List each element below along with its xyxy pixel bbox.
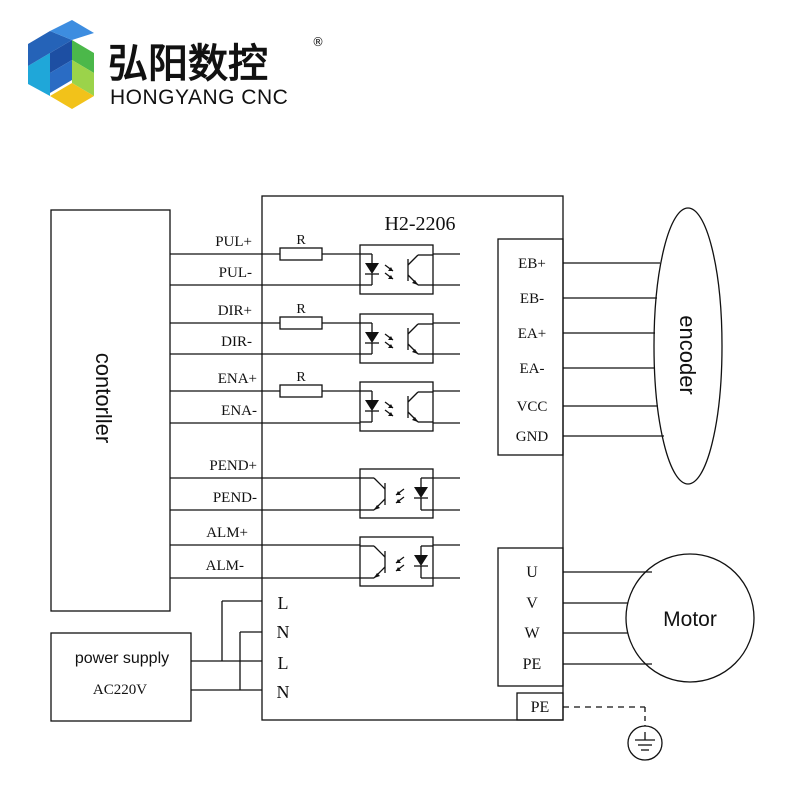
brand-name-en: HONGYANG CNC bbox=[110, 86, 288, 109]
pin-pe: PE bbox=[523, 656, 542, 673]
brand-name-cn: 弘阳数控 bbox=[108, 41, 268, 87]
resistor-dir: R bbox=[279, 302, 323, 330]
motor-circle bbox=[625, 553, 755, 683]
signal-wires bbox=[170, 253, 460, 579]
label-pul-minus: PUL- bbox=[219, 265, 252, 281]
label-alm-minus: ALM- bbox=[206, 558, 244, 574]
pin-ea-plus: EA+ bbox=[518, 326, 546, 342]
label-pul-plus: PUL+ bbox=[215, 234, 252, 250]
label-ena-minus: ENA- bbox=[221, 403, 257, 419]
pin-vcc: VCC bbox=[517, 399, 548, 415]
pin-gnd: GND bbox=[516, 429, 549, 445]
pin-v: V bbox=[526, 595, 538, 612]
label-dir-minus: DIR- bbox=[221, 334, 252, 350]
svg-text:R: R bbox=[296, 233, 306, 248]
controller-label: contorller bbox=[91, 353, 116, 443]
power-pin-n2: N bbox=[277, 682, 290, 702]
encoder-ellipse bbox=[653, 207, 723, 485]
resistor-ena: R bbox=[279, 370, 323, 398]
motor-terminal-block bbox=[497, 547, 564, 687]
label-alm-plus: ALM+ bbox=[206, 525, 248, 541]
pin-w: W bbox=[524, 625, 540, 642]
resistor-pul: R bbox=[279, 233, 323, 261]
label-pend-minus: PEND- bbox=[213, 490, 257, 506]
encoder-terminal-block bbox=[497, 238, 564, 456]
power-pin-n1: N bbox=[277, 622, 290, 642]
svg-text:R: R bbox=[296, 302, 306, 317]
driver-box bbox=[261, 195, 564, 721]
power-supply-label: power supply bbox=[75, 650, 169, 667]
motor-wires bbox=[563, 571, 652, 665]
encoder-wires bbox=[563, 262, 664, 437]
ground-connection bbox=[563, 706, 663, 761]
hongyang-logo bbox=[28, 20, 94, 109]
power-supply-voltage: AC220V bbox=[93, 682, 147, 698]
pin-eb-plus: EB+ bbox=[518, 256, 546, 272]
motor-label: Motor bbox=[663, 608, 717, 631]
label-dir-plus: DIR+ bbox=[218, 303, 252, 319]
controller-box bbox=[50, 209, 171, 612]
power-supply-box bbox=[50, 632, 192, 722]
label-ena-plus: ENA+ bbox=[218, 371, 257, 387]
optocoupler-pend bbox=[359, 468, 434, 519]
optocoupler-alm bbox=[359, 536, 434, 587]
power-wires bbox=[191, 600, 262, 691]
pin-ea-minus: EA- bbox=[520, 361, 545, 377]
optocoupler-pul bbox=[359, 244, 434, 295]
svg-text:R: R bbox=[296, 370, 306, 385]
encoder-label: encoder bbox=[675, 315, 700, 395]
label-pend-plus: PEND+ bbox=[209, 458, 257, 474]
registered-mark: ® bbox=[312, 35, 324, 49]
pe-terminal-label: PE bbox=[531, 699, 550, 716]
driver-model: H2-2206 bbox=[384, 213, 455, 235]
pin-u: U bbox=[526, 564, 538, 581]
optocoupler-ena bbox=[359, 381, 434, 432]
power-pin-l1: L bbox=[278, 593, 289, 613]
optocoupler-dir bbox=[359, 313, 434, 364]
power-pin-l2: L bbox=[278, 653, 289, 673]
pin-eb-minus: EB- bbox=[520, 291, 544, 307]
